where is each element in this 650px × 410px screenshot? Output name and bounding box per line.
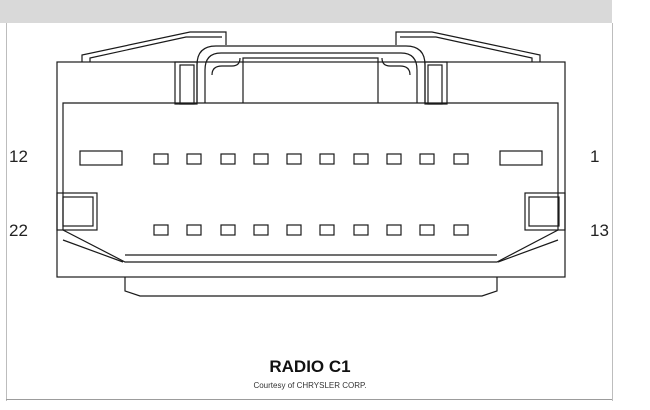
image-frame (6, 23, 613, 401)
cavity-top (353, 153, 369, 165)
cavity-bottom (419, 224, 435, 236)
latch-post-left-inner (179, 64, 195, 105)
pin-label-12: 12 (9, 147, 28, 166)
cavity-bottom (220, 224, 236, 236)
cavity-bottom (386, 224, 402, 236)
latch-shoulder-left-inner (89, 36, 222, 62)
connector-title: RADIO C1 (269, 357, 351, 376)
locking-tab-inner (204, 52, 418, 103)
latch-shoulder-left (81, 31, 227, 62)
cavity-top (319, 153, 335, 165)
connector-skirt (124, 277, 498, 297)
pin-label-1: 1 (590, 147, 600, 166)
latch-post-right-inner (427, 64, 443, 105)
cavity-bottom (453, 224, 469, 236)
locking-tab-hook (211, 57, 241, 76)
source-credit: Courtesy of CHRYSLER CORP. (253, 381, 367, 390)
side-key-left-inner (62, 196, 94, 227)
pin-label-13: 13 (590, 221, 609, 240)
cavity-bottom (319, 224, 335, 236)
cavity-top (220, 153, 236, 165)
cavity-bottom (286, 224, 302, 236)
locking-tab-window (242, 57, 379, 103)
side-key-right-inner (528, 196, 560, 227)
connector-housing-inner (62, 102, 559, 263)
cavity-top (453, 153, 469, 165)
locking-tab (196, 45, 426, 103)
cavity-bottom (353, 224, 369, 236)
cavity-bottom (186, 224, 202, 236)
side-key-right (524, 192, 566, 231)
side-key-left (56, 192, 98, 231)
cavity-bottom (253, 224, 269, 236)
cavity-top (253, 153, 269, 165)
cavity-top (286, 153, 302, 165)
pin-label-22: 22 (9, 221, 28, 240)
cavity-top (153, 153, 169, 165)
latch-shoulder-right (395, 31, 541, 62)
connector-inner-ledge (62, 239, 559, 263)
cavity-wide-right (499, 150, 543, 166)
connector-housing-outer (56, 61, 566, 278)
cavity-bottom (153, 224, 169, 236)
locking-tab-hook-right (381, 57, 411, 76)
cavity-top (386, 153, 402, 165)
bottom-divider (6, 399, 612, 400)
top-bar (0, 0, 612, 23)
cavity-top (419, 153, 435, 165)
cavity-top (186, 153, 202, 165)
latch-shoulder-right-inner (400, 36, 533, 62)
cavity-wide-left (79, 150, 123, 166)
